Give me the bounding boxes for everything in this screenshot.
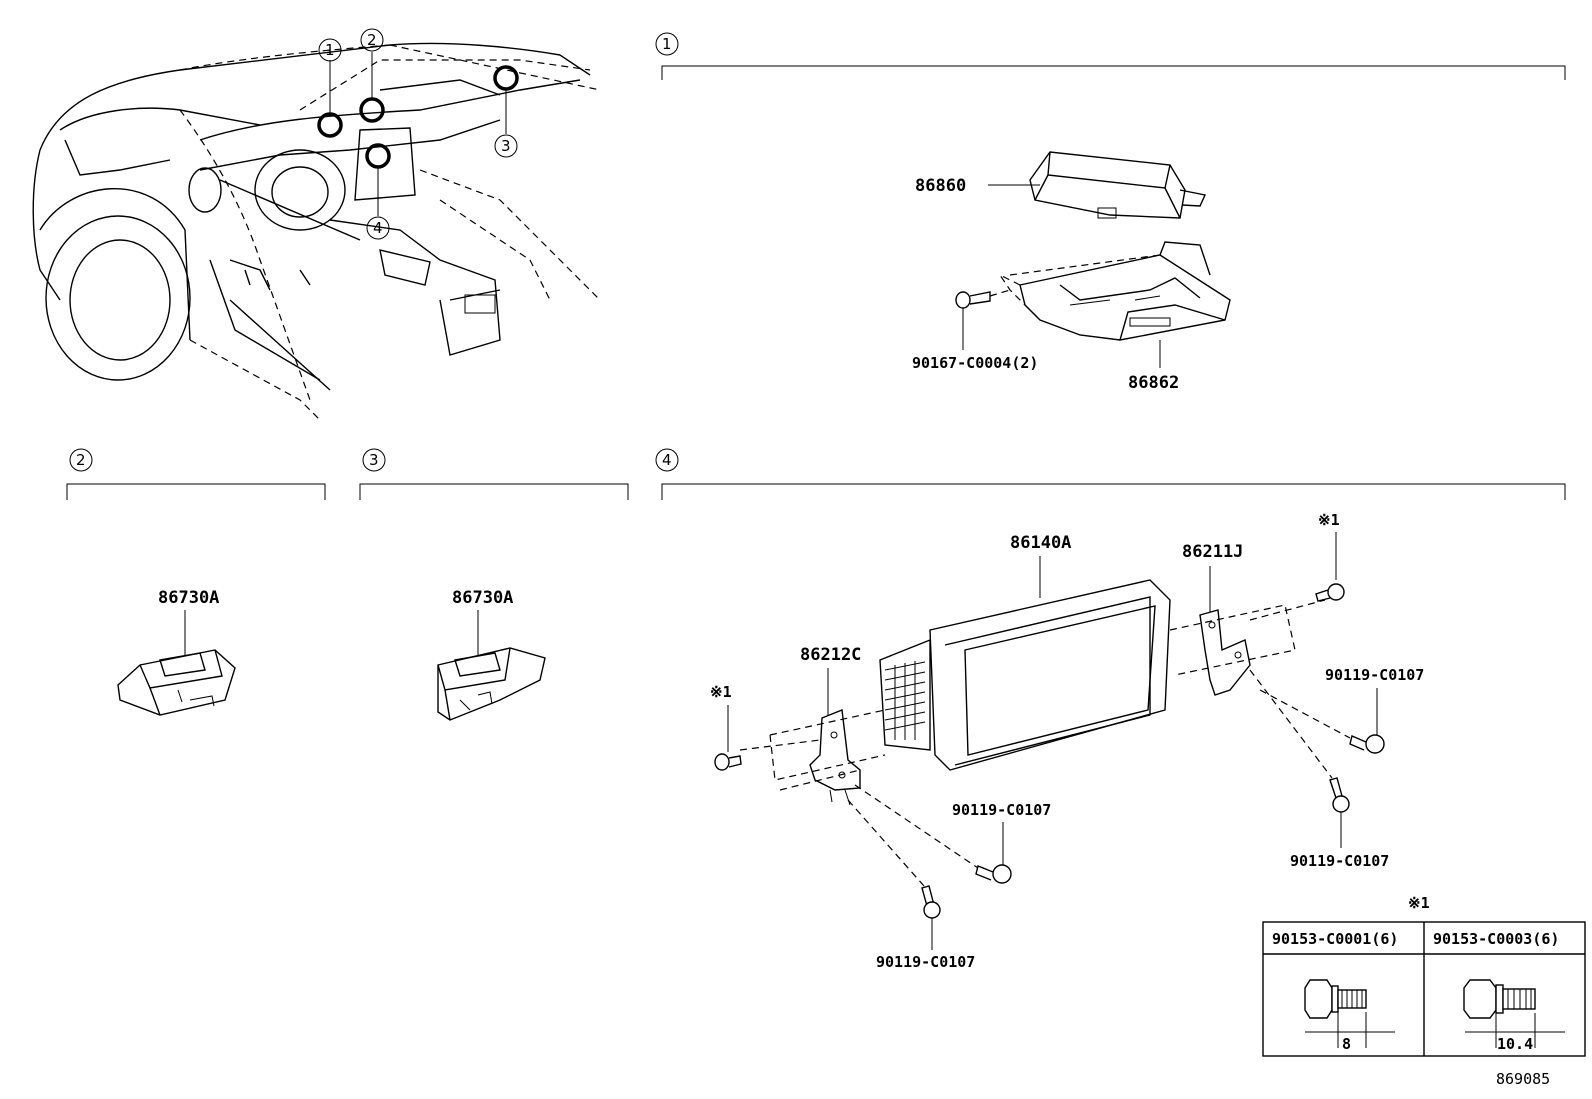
part-90119-bottom-label: 90119-C0107 <box>876 953 975 971</box>
screw-center <box>975 864 1012 884</box>
part-86730A-label-s3: 86730A <box>452 588 513 608</box>
bolt-dim-1: 8 <box>1342 1035 1351 1053</box>
part-90119-center-label: 90119-C0107 <box>952 801 1051 819</box>
screw-note-right <box>1315 583 1345 602</box>
bolt-drawing-2 <box>1463 979 1565 1048</box>
section-4-number: 4 <box>662 451 672 469</box>
section-4: 4 86140A 86212C 86211J <box>655 448 1566 971</box>
part-90167-label: 90167-C0004(2) <box>912 354 1038 372</box>
part-86730A-label-s2: 86730A <box>158 588 219 608</box>
part-86860-label: 86860 <box>915 176 966 196</box>
bolt-table-header-2: 90153-C0003(6) <box>1433 930 1559 948</box>
ecu-bracket-part <box>1019 241 1231 341</box>
bolt-reference-table: ※1 90153-C0001(6) 90153-C0003(6) 8 10.4 <box>1262 894 1586 1057</box>
heat-sink-grid <box>884 661 926 740</box>
car-callout-1: 1 <box>325 41 335 59</box>
note-mark-left: ※1 <box>710 683 732 701</box>
section-2: 2 86730A <box>66 448 326 716</box>
bracket-left-part <box>809 709 861 806</box>
part-86211J-label: 86211J <box>1182 542 1243 562</box>
bolt-table-header-1: 90153-C0001(6) <box>1272 930 1398 948</box>
screw-right-upper <box>1349 734 1385 754</box>
sensor-part-s3 <box>437 647 546 721</box>
bolt-drawing-1 <box>1304 979 1395 1048</box>
car-overview: 1 2 3 4 <box>32 28 601 421</box>
bolt-table-mark: ※1 <box>1408 894 1430 912</box>
car-callout-4: 4 <box>373 219 383 237</box>
section-2-number: 2 <box>76 451 86 469</box>
bolt-90167-part <box>955 291 991 309</box>
section-1: 1 86860 86862 <box>655 32 1566 393</box>
section-3: 3 86730A <box>359 448 629 721</box>
screw-right-lower <box>1329 777 1350 813</box>
airbag-ecu-part <box>1029 151 1207 219</box>
section-1-number: 1 <box>662 35 672 53</box>
bolt-dim-2: 10.4 <box>1497 1035 1533 1053</box>
screw-note-left <box>714 753 742 771</box>
car-callout-2: 2 <box>367 31 377 49</box>
section-3-number: 3 <box>369 451 379 469</box>
screw-bottom <box>921 885 941 919</box>
part-90119-right-upper-label: 90119-C0107 <box>1325 666 1424 684</box>
car-callout-3: 3 <box>501 137 511 155</box>
part-90119-right-lower-label: 90119-C0107 <box>1290 852 1389 870</box>
part-86862-label: 86862 <box>1128 373 1179 393</box>
sensor-part-s2 <box>117 649 236 716</box>
bracket-right-part <box>1199 609 1251 696</box>
diagram-id: 869085 <box>1496 1070 1550 1088</box>
part-86140A-label: 86140A <box>1010 533 1071 553</box>
display-unit-part <box>879 579 1171 771</box>
part-86212C-label: 86212C <box>800 645 861 665</box>
note-mark-right: ※1 <box>1318 511 1340 529</box>
